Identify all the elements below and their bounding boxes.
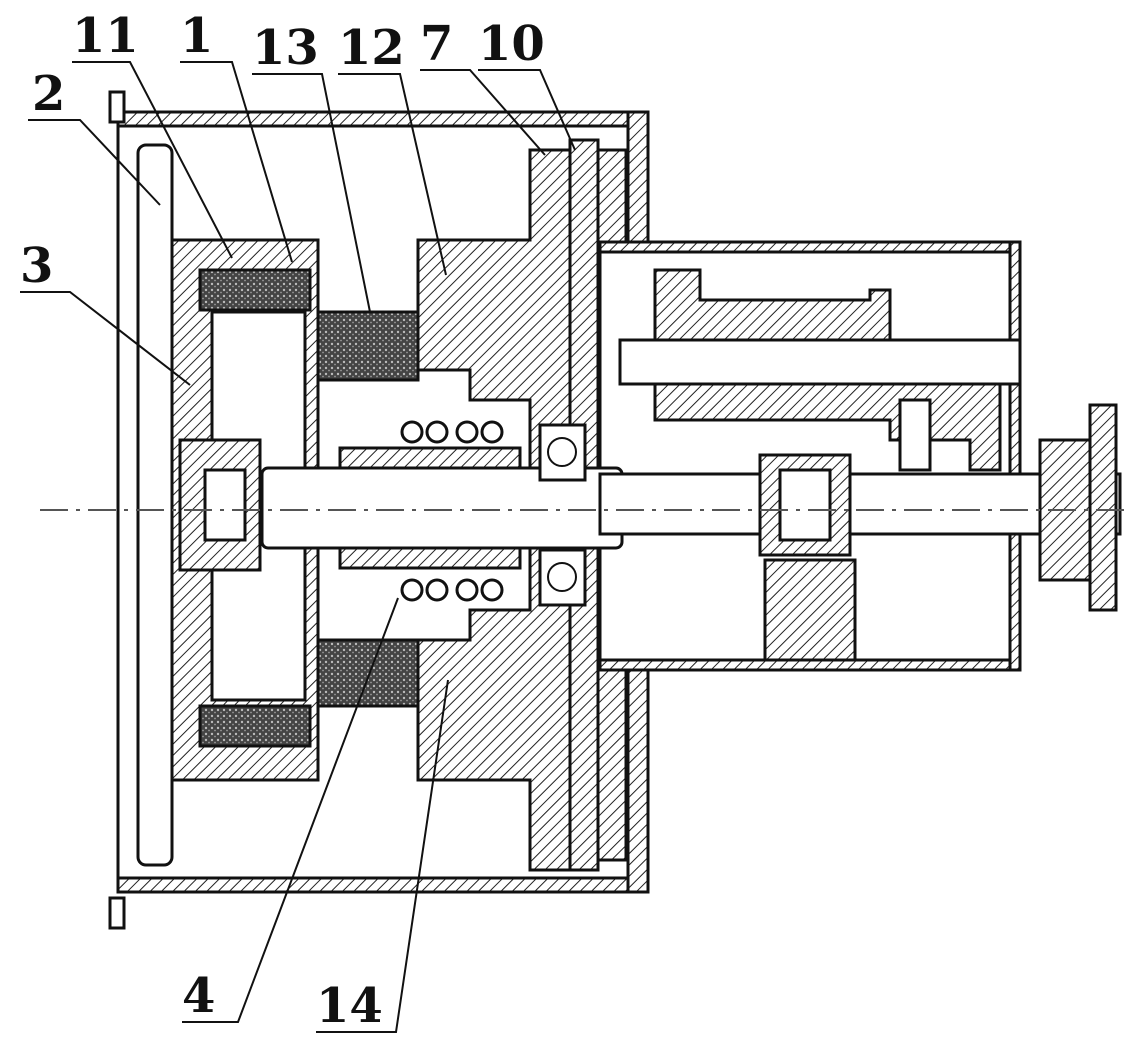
callout-10: 10 [478, 16, 545, 72]
part-2-handwheel-rim [136, 143, 174, 867]
part-11-friction-pad-bottom [198, 704, 312, 748]
callout-14: 14 [316, 978, 383, 1034]
countershaft [618, 268, 1022, 472]
leader-lines [20, 61, 576, 1033]
part-13-friction-disk-bottom [316, 638, 420, 708]
callout-4: 4 [182, 968, 215, 1024]
lower-gear-block [763, 558, 857, 662]
part-11-friction-pad-top [198, 268, 312, 312]
output-flange [1038, 403, 1118, 612]
callout-12: 12 [338, 20, 405, 76]
callout-13: 13 [252, 20, 319, 76]
callout-11: 11 [72, 8, 139, 64]
seal-rings [400, 420, 504, 602]
callout-7: 7 [420, 16, 453, 72]
bearings [178, 423, 852, 607]
callout-3: 3 [20, 238, 53, 294]
callout-2: 2 [32, 66, 65, 122]
part-13-friction-disk-top [316, 310, 420, 382]
part-14-pressure-plate [416, 148, 572, 872]
main-shaft [260, 446, 1122, 570]
callout-1: 1 [180, 8, 213, 64]
